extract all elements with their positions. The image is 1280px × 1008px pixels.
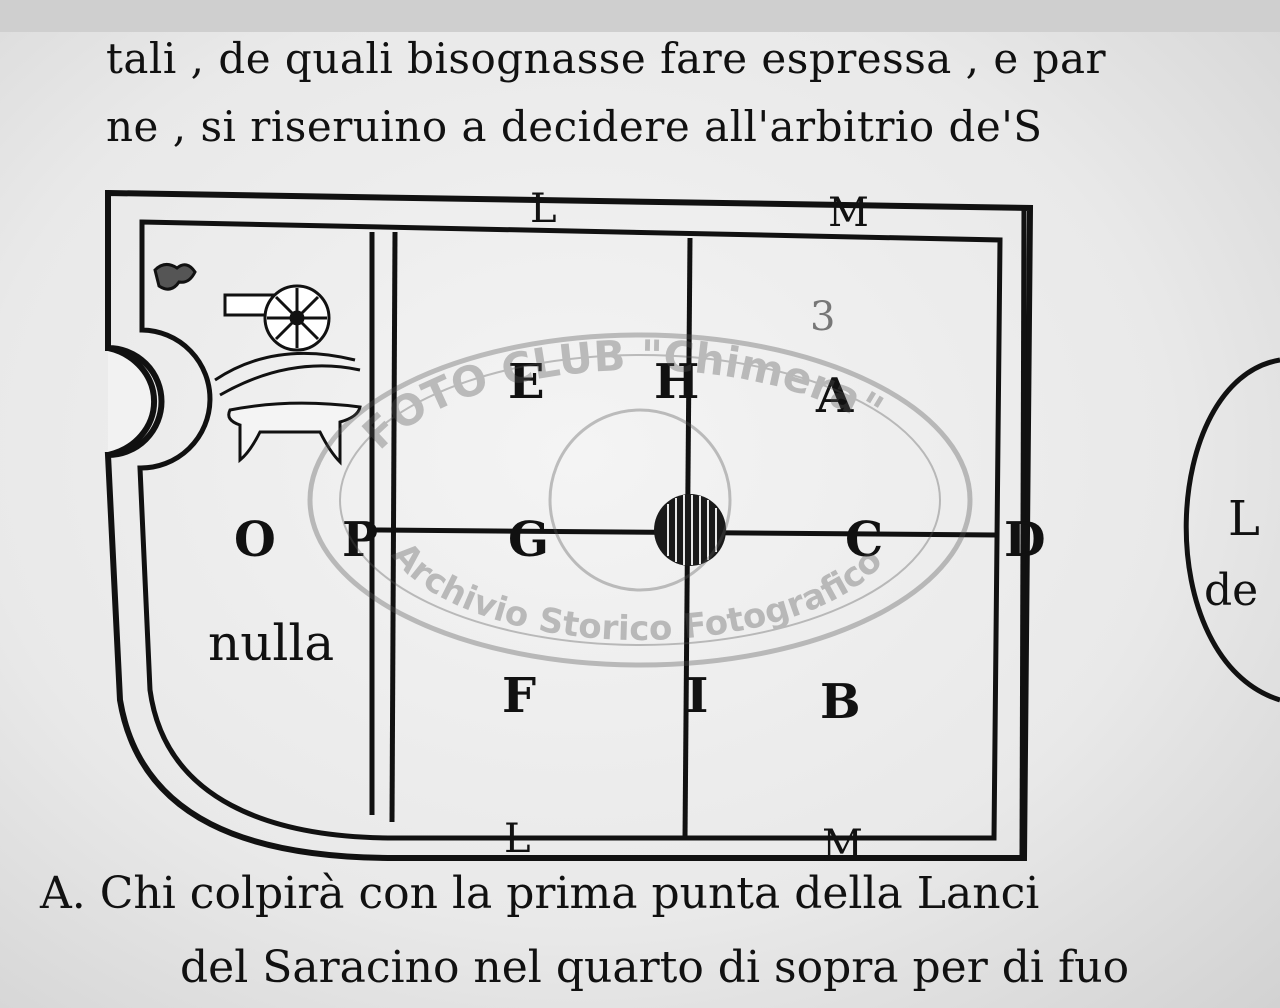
letter-p: P bbox=[342, 512, 378, 568]
letter-e: E bbox=[508, 354, 545, 410]
text-line-1: tali , de quali bisognasse fare espressa… bbox=[106, 34, 1107, 83]
shield-inner-frame bbox=[137, 219, 1003, 841]
svg-text:FOTO CLUB "Chimera": FOTO CLUB "Chimera" bbox=[353, 331, 892, 459]
letter-g: G bbox=[508, 512, 549, 568]
side-circle-letter: L bbox=[1228, 491, 1260, 547]
letter-a: A bbox=[815, 368, 854, 424]
top-label-m: M bbox=[828, 190, 869, 236]
letter-f: F bbox=[502, 668, 536, 724]
side-circle bbox=[1183, 357, 1280, 703]
top-label-l: L bbox=[530, 186, 557, 232]
letter-o: O bbox=[234, 512, 276, 568]
watermark-bottom-text: Archivio Storico Fotografico bbox=[384, 535, 891, 649]
cannon-icon bbox=[153, 263, 362, 466]
letter-i: I bbox=[686, 668, 708, 724]
left-notch bbox=[107, 345, 157, 458]
svg-text:Archivio Storico Fotografico: Archivio Storico Fotografico bbox=[384, 535, 891, 649]
text-line-2: ne , si riseruino a decidere all'arbitri… bbox=[106, 102, 1043, 151]
nulla-label: nulla bbox=[208, 614, 334, 672]
letter-d: D bbox=[1004, 512, 1046, 568]
watermark-top-text: FOTO CLUB "Chimera" bbox=[353, 331, 892, 459]
center-target-icon bbox=[654, 494, 726, 566]
bottom-label-m: M bbox=[822, 822, 863, 868]
archive-watermark: FOTO CLUB "Chimera" Archivio Storico Fot… bbox=[307, 331, 973, 668]
bottom-label-l: L bbox=[504, 816, 531, 862]
letter-c: C bbox=[845, 512, 883, 568]
text-line-4: del Saracino nel quarto di sopra per di … bbox=[180, 942, 1130, 993]
letter-b: B bbox=[820, 674, 861, 730]
letter-h: H bbox=[654, 354, 699, 410]
faded-digit: 3 bbox=[810, 294, 835, 340]
text-line-3: A. Chi colpirà con la prima punta della … bbox=[40, 868, 1040, 919]
side-circle-word: de bbox=[1204, 565, 1258, 616]
divider-left-2 bbox=[389, 231, 398, 823]
scan-edge bbox=[0, 0, 1280, 32]
divider-right bbox=[1019, 204, 1027, 856]
